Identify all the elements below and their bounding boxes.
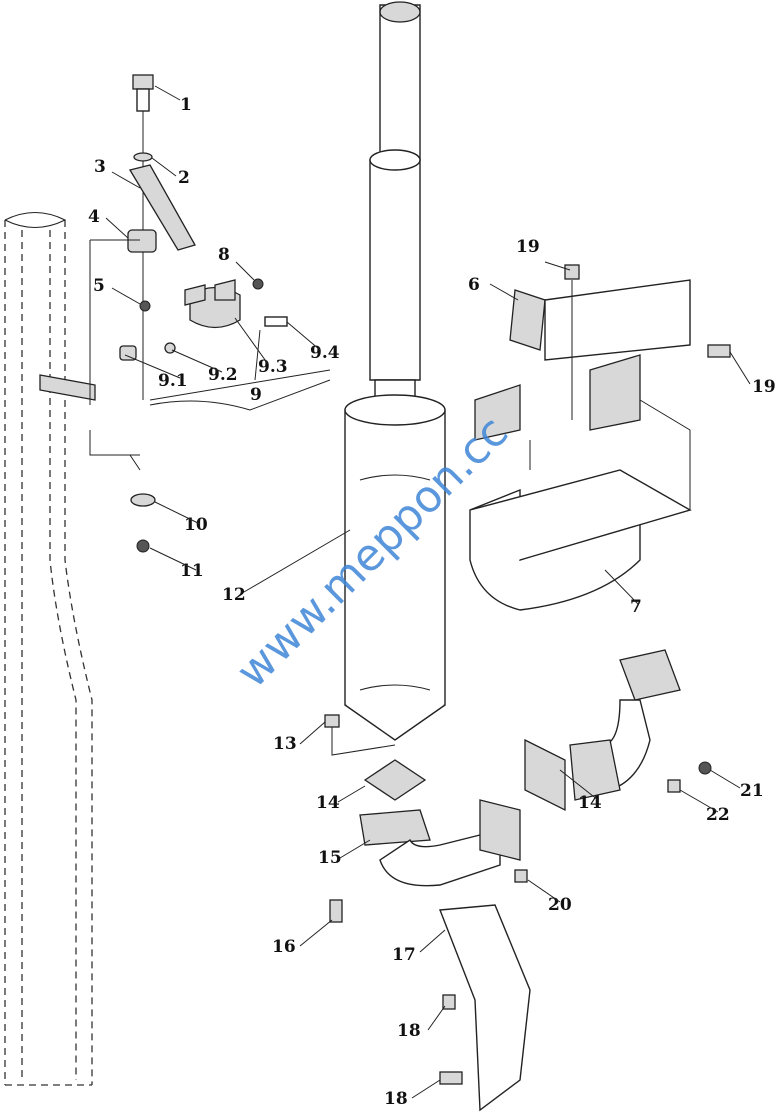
callout-6: 6	[468, 275, 480, 295]
callout-20: 20	[548, 895, 572, 915]
heat-shield	[469, 264, 731, 611]
callout-5: 5	[93, 276, 105, 296]
bolt-assembly	[89, 74, 331, 553]
callout-9-4: 9.4	[310, 343, 340, 363]
callout-12: 12	[222, 585, 246, 605]
callout-13: 13	[273, 734, 297, 754]
callout-9-1: 9.1	[158, 371, 188, 391]
callout-16: 16	[272, 937, 296, 957]
leader-lines	[105, 85, 751, 1099]
callout-2: 2	[178, 168, 190, 188]
callout-11: 11	[180, 561, 204, 581]
callout-22: 22	[706, 805, 730, 825]
callout-4: 4	[88, 207, 100, 227]
callout-14a: 14	[316, 793, 340, 813]
callout-9-2: 9.2	[208, 365, 238, 385]
callout-18a: 18	[397, 1021, 421, 1041]
callout-3: 3	[94, 157, 106, 177]
callout-14b: 14	[578, 793, 602, 813]
callout-10: 10	[184, 515, 208, 535]
callout-8: 8	[218, 245, 230, 265]
muffler	[324, 1, 446, 801]
callout-9: 9	[250, 385, 262, 405]
callout-17: 17	[392, 945, 416, 965]
exhaust-pipe	[329, 649, 712, 1112]
callout-labels: 1 2 3 4 5 8 9.1 9.2 9.3 9.4 9 10 11 12 1…	[88, 95, 776, 1109]
callout-19a: 19	[516, 237, 540, 257]
callout-18b: 18	[384, 1089, 408, 1109]
callout-7: 7	[630, 597, 642, 617]
callout-21: 21	[740, 781, 764, 801]
callout-19b: 19	[752, 377, 776, 397]
callout-1: 1	[180, 95, 192, 115]
callout-9-3: 9.3	[258, 357, 288, 377]
callout-15: 15	[318, 848, 342, 868]
frame-post	[4, 212, 96, 1086]
